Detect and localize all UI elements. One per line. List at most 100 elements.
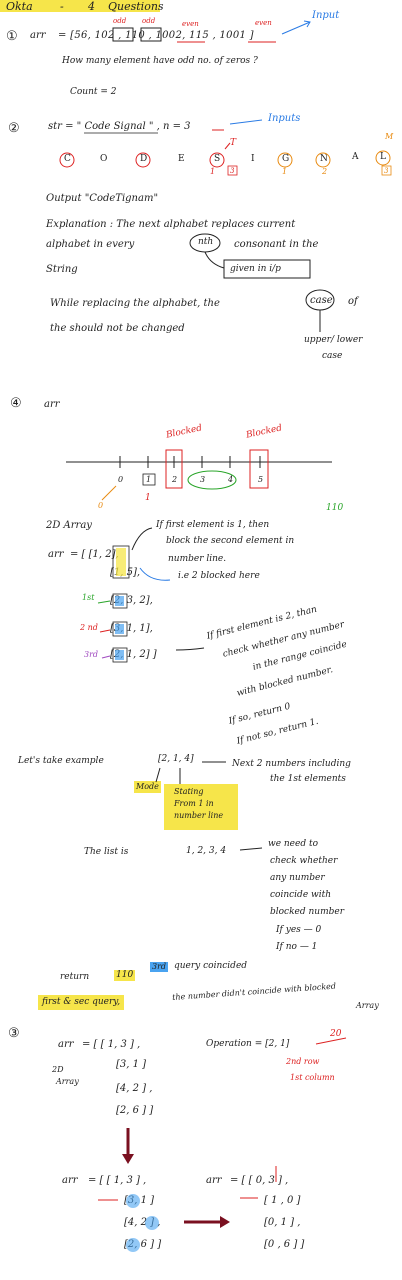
q4-arr-word: arr (48, 549, 64, 560)
q3-left-row-1: = [ [ 1, 3 ] , (88, 1175, 147, 1186)
q2-while-2: the should not be changed (50, 323, 185, 334)
q4-green-oval (187, 470, 237, 490)
q2-str: str = " Code Signal " , n = 3 (48, 121, 191, 132)
q4-note-1b: block the second element in (166, 536, 295, 546)
q2-box-3-frame (227, 165, 238, 176)
q2-box-3b-frame (381, 165, 392, 176)
letter: I (251, 154, 255, 164)
q4-arrow-note1 (131, 527, 153, 551)
q3-op-mark (315, 1037, 347, 1045)
q3-row-2: [3, 1 ] (116, 1059, 147, 1070)
letter: O (100, 154, 108, 164)
q4-note-1c: number line. (168, 554, 227, 564)
q2-sub-2: 2 (322, 167, 328, 176)
nl-label: 3 (200, 475, 206, 484)
q4-ord-2: 2 nd (80, 623, 98, 632)
q4-list-vals: 1, 2, 3, 4 (186, 846, 227, 856)
q4-next2b: the 1st elements (270, 774, 346, 784)
q4-orange-arrow (101, 485, 117, 501)
q4-example: [2, 1, 4] (158, 754, 194, 764)
nl-label: 5 (258, 475, 264, 484)
q4-lets: Let's take example (18, 756, 104, 766)
q4-row-3: [2, 3, 2], (110, 595, 153, 606)
q3-right-row-4: [0 , 6 ] ] (264, 1239, 305, 1250)
q2-case-oval (305, 289, 335, 311)
header-count: 4 (88, 0, 95, 13)
q4-ord3-arrow (101, 655, 111, 659)
q2-output: Output "CodeTignam" (46, 193, 159, 204)
q3-arr-word: arr (58, 1039, 74, 1050)
q4-third: 3rd (150, 962, 169, 972)
q4-no: If no — 1 (276, 942, 318, 952)
q4-ord1-arrow (97, 600, 111, 604)
letter: D (140, 154, 148, 164)
q4-sub-0: 0 (98, 501, 104, 510)
header-title: Okta (6, 0, 33, 13)
q2-nth-oval (189, 233, 221, 253)
q4-blue-mark-3 (115, 650, 124, 660)
q1-number: ① (6, 29, 18, 44)
q1-input-arrow (281, 21, 311, 35)
q3-right-arr: arr (206, 1175, 222, 1186)
q1-count: Count = 2 (70, 87, 117, 97)
q4-starting-highlight (164, 784, 238, 830)
q2-idx-1: 1 (210, 167, 216, 176)
q4-need-2: check whether (270, 856, 338, 866)
q4-box-row3 (112, 593, 128, 609)
q3-col-label: 1st column (290, 1073, 335, 1082)
q2-nth: nth (198, 237, 214, 247)
q4-yes: If yes — 0 (276, 925, 322, 935)
q3-row-1: = [ [ 1, 3 ] , (82, 1039, 141, 1050)
q4-arrow-note2 (175, 647, 205, 651)
q4-box-row1 (112, 545, 130, 579)
q2-inputs-label: Inputs (268, 113, 301, 124)
header-highlight (0, 0, 160, 12)
q1-input-label: Input (312, 10, 340, 21)
q2-uplow-2: case (322, 351, 343, 361)
q3-left-arr: arr (62, 1175, 78, 1186)
q2-nth-arrow (204, 251, 225, 269)
q3-right-row-3: [0, 1 ] , (264, 1217, 301, 1228)
q4-box-1 (142, 473, 156, 486)
q2-t-mark: T (230, 138, 237, 148)
letter: C (64, 154, 71, 164)
q2-circle-g (277, 152, 293, 168)
q4-firstsec: first & sec query, (38, 995, 125, 1010)
letter: L (380, 152, 386, 162)
q4-return: return (60, 972, 90, 982)
q3-row-label: 2nd row (286, 1057, 320, 1066)
q1-arr-label: arr (30, 30, 46, 41)
q2-m-mark: M (385, 132, 394, 141)
letter: A (352, 152, 359, 162)
q4-arr: arr (44, 399, 60, 410)
q4-number: ④ (10, 396, 22, 411)
q4-row-1: = [ [1, 2], (70, 549, 119, 560)
q1-input-arrow-head (303, 20, 311, 28)
q4-next2: Next 2 numbers including (232, 759, 351, 769)
q3-right-row-2: [ 1 , 0 ] (264, 1195, 301, 1206)
q1-even-2: even (255, 19, 272, 27)
q1-question: How many element have odd no. of zeros ? (62, 56, 258, 66)
q3-row-4: [2, 6 ] ] (116, 1105, 154, 1116)
q3-2d-1: 2D (52, 1065, 64, 1074)
q2-expl-2: alphabet in every (46, 239, 135, 250)
q3-right-row-1: = [ [ 0, 3 ] , (230, 1175, 289, 1186)
q4-arrow-blue (139, 567, 171, 581)
q3-number: ③ (8, 1026, 20, 1041)
q2-number: ② (8, 121, 20, 136)
q4-ord2-arrow (99, 629, 111, 633)
q4-need-4: coincide with (270, 890, 331, 900)
header-sep: - (60, 0, 64, 13)
q4-note-1d: i.e 2 blocked here (178, 571, 260, 581)
q4-yellow-mark (116, 548, 126, 576)
q3-row-3: [4, 2 ] , (116, 1083, 153, 1094)
q4-sub-110: 110 (326, 503, 344, 513)
q2-circle-d (135, 152, 151, 168)
q4-blue-mark-1 (115, 596, 124, 606)
q4-array: Array (356, 1001, 379, 1010)
q2-of: of (348, 296, 358, 307)
q4-return-value: 110 (114, 970, 136, 981)
q2-circle-s (209, 152, 225, 168)
letter: E (178, 154, 185, 164)
q4-2d-label: 2D Array (46, 520, 92, 531)
